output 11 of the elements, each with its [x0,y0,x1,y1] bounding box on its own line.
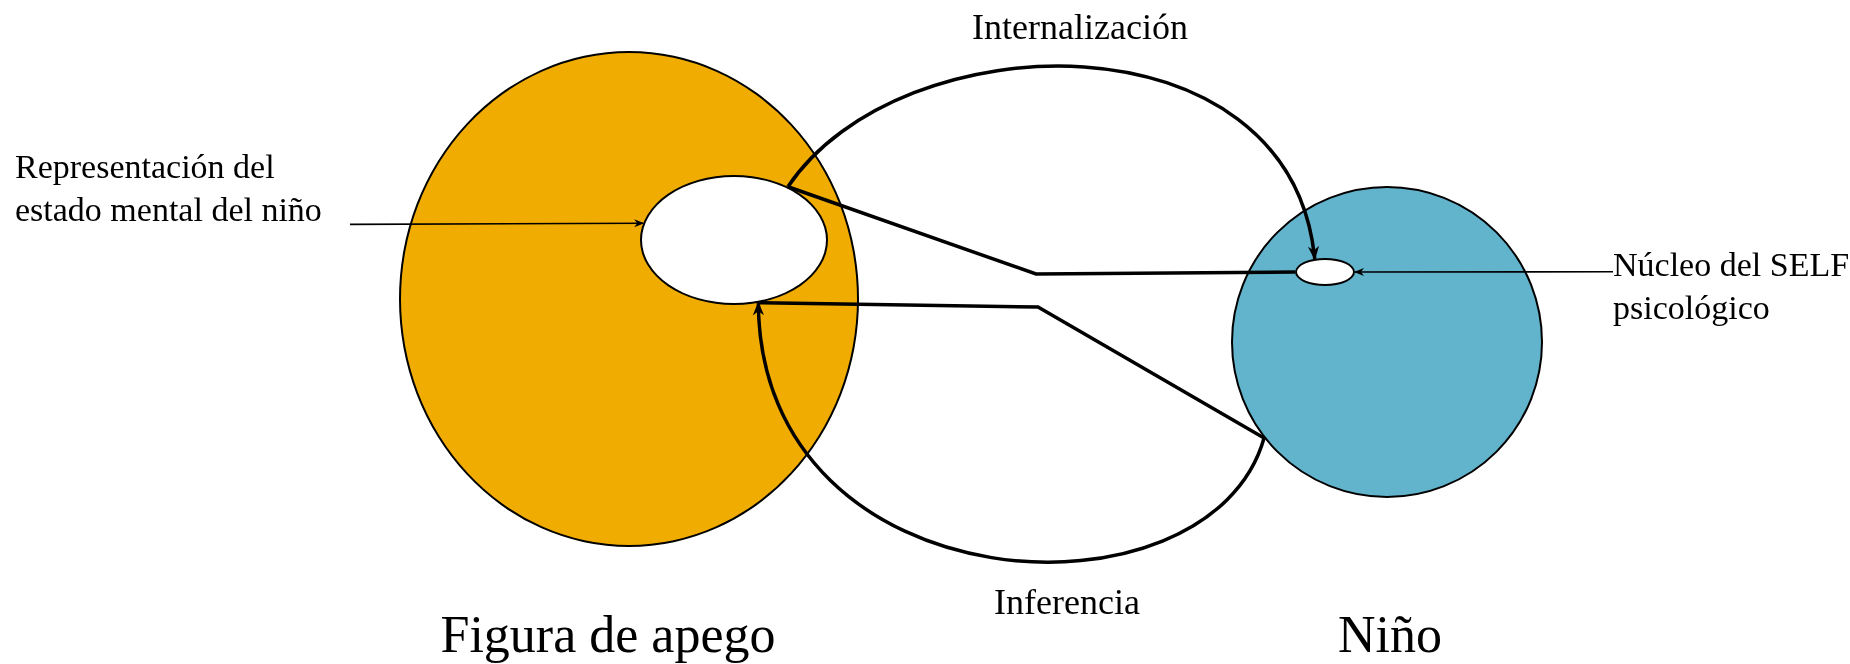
leader-line [349,219,645,228]
curved-arrow [786,65,1318,261]
connector-line [787,185,1295,276]
curved-arrow [754,301,1266,564]
inner-ellipse [1295,258,1355,286]
leader-line [1354,268,1614,276]
annotation-text: Representación del estado mental del niño [15,146,350,306]
annotation-text: Núcleo del SELF psicológico [1613,244,1850,394]
connector-line [758,301,1265,440]
title-label: Niño [1338,609,1442,661]
title-label: Figura de apego [440,609,776,661]
